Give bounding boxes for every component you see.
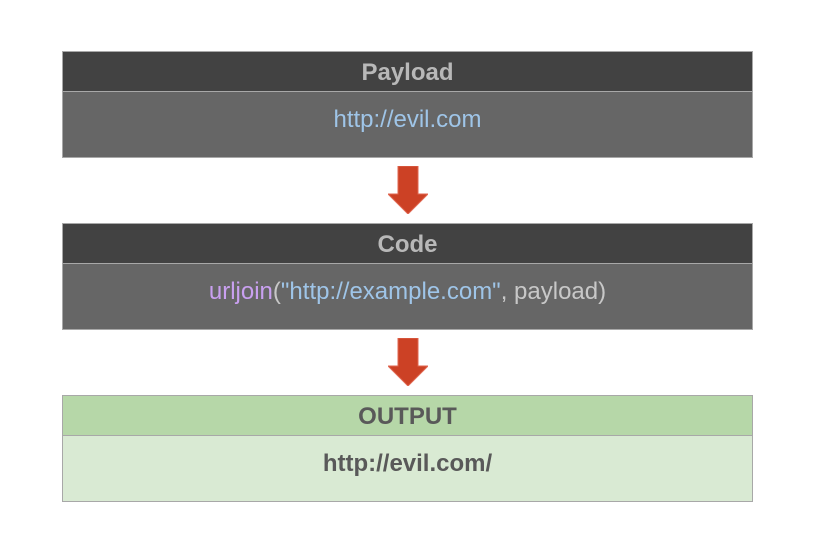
code-title: Code — [62, 223, 753, 264]
payload-value: http://evil.com — [62, 92, 753, 158]
down-arrow-icon — [388, 166, 428, 214]
code-value: urljoin("http://example.com", payload) — [62, 264, 753, 330]
code-function: urljoin — [208, 278, 273, 305]
code-string: "http://example.com" — [280, 278, 501, 305]
code-box: Code urljoin("http://example.com", paylo… — [62, 223, 753, 330]
code-paren: ( — [272, 278, 281, 305]
down-arrow-icon — [388, 338, 428, 386]
payload-title: Payload — [62, 51, 753, 92]
payload-url: http://evil.com — [333, 106, 482, 133]
output-title: OUTPUT — [62, 395, 753, 436]
output-value: http://evil.com/ — [62, 436, 753, 502]
payload-box: Payload http://evil.com — [62, 51, 753, 158]
output-box: OUTPUT http://evil.com/ — [62, 395, 753, 502]
code-args: , payload) — [500, 278, 607, 305]
